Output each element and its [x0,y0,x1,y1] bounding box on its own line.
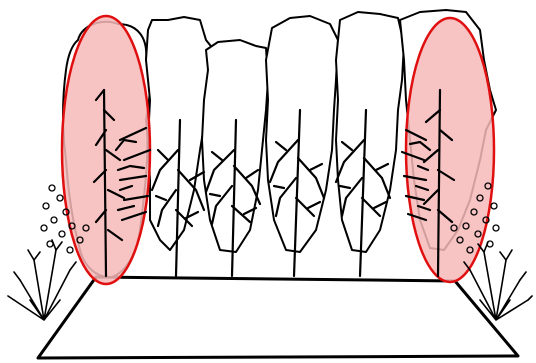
planting-bed [38,277,518,358]
highlight-ellipse-right [406,18,494,282]
